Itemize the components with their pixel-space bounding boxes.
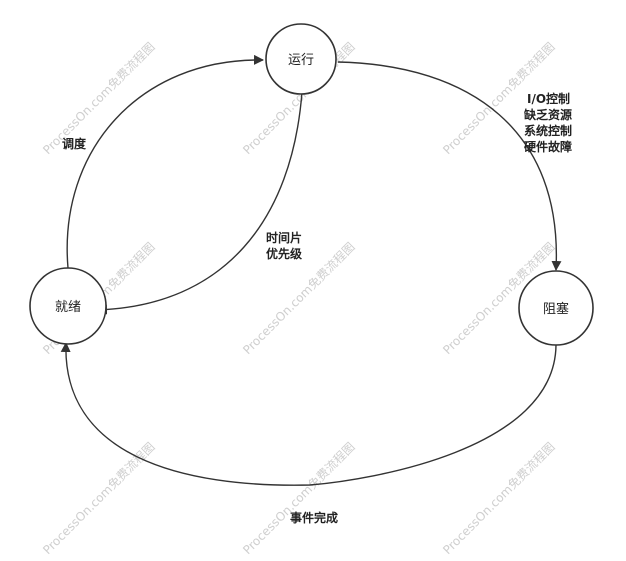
edge-label-hardware-fault: 硬件故障 [524, 139, 572, 154]
node-ready: 就绪 [29, 267, 107, 345]
edge-block [337, 61, 562, 271]
edge-label-priority: 优先级 [266, 246, 302, 261]
edge-label-event-complete: 事件完成 [290, 510, 338, 525]
edge-timeslice [97, 91, 303, 315]
watermark: ProcessOn.com免费流程图 [440, 439, 558, 557]
edge-complete [60, 342, 557, 486]
watermark: ProcessOn.com免费流程图 [40, 439, 158, 557]
node-ready-label: 就绪 [55, 300, 81, 315]
edge-label-lack-resource: 缺乏资源 [524, 107, 572, 122]
node-blocked: 阻塞 [518, 270, 594, 346]
edge-label-dispatch: 调度 [62, 136, 87, 151]
edge-dispatch [66, 54, 264, 269]
edge-label-io-control: I/O控制 [527, 91, 570, 106]
edge-label-timeslice: 时间片 [266, 230, 302, 245]
watermark: ProcessOn.com免费流程图 [240, 439, 358, 557]
edge-label-system-control: 系统控制 [524, 123, 572, 138]
node-blocked-label: 阻塞 [543, 301, 569, 317]
node-running: 运行 [265, 23, 337, 95]
node-running-label: 运行 [288, 53, 314, 68]
